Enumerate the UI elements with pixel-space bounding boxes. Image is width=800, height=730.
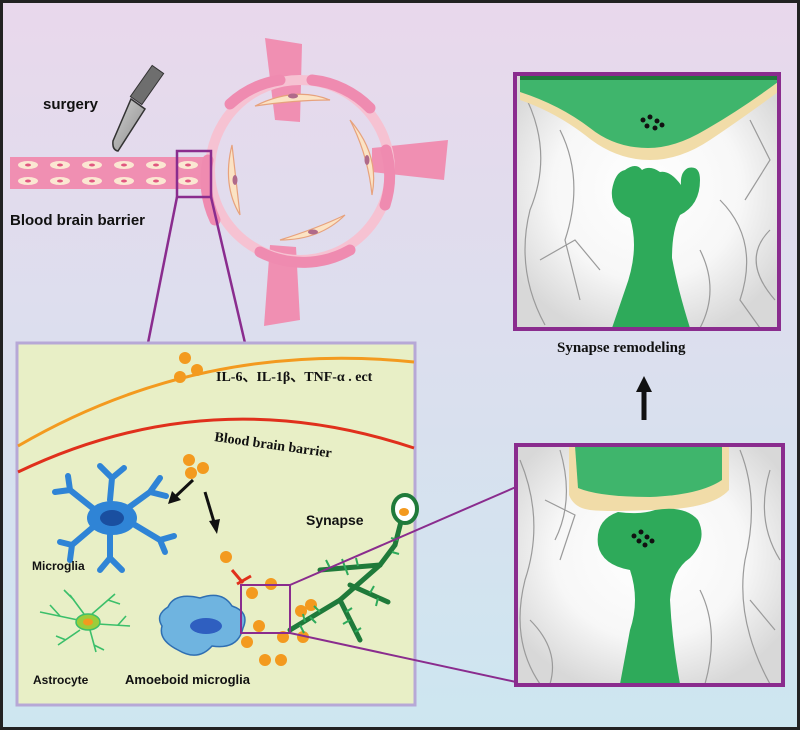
surgery-label: surgery <box>43 96 99 113</box>
microglia-label: Microglia <box>32 559 85 573</box>
astrocyte-cell <box>39 589 131 653</box>
cytokine-dots <box>174 352 317 666</box>
scalpel-icon <box>112 64 165 152</box>
zoom-box-synapse <box>240 584 291 634</box>
blood-vessel-horizontal <box>10 157 215 189</box>
dendritic-spine <box>597 508 702 684</box>
synapse-remodeling-label: Synapse remodeling <box>557 340 686 356</box>
zoom-box-vessel <box>175 149 213 199</box>
amoeboid-nucleus <box>190 618 222 634</box>
amoeboid-label: Amoeboid microglia <box>125 672 251 687</box>
astrocyte-label: Astrocyte <box>33 673 89 687</box>
arrow-down-amoeboid <box>203 491 220 534</box>
barrier-line-inner <box>17 417 415 474</box>
remodeled-spine <box>611 166 700 328</box>
bbb-label-top: Blood brain barrier <box>10 212 145 229</box>
cytokines-label: IL-6、IL-1β、TNF-α . ect <box>216 370 373 385</box>
synapse-remodeling-panel <box>513 72 781 331</box>
arrow-up-remodeling <box>636 376 652 420</box>
synapse-label: Synapse <box>306 512 364 528</box>
synapse-neuron <box>287 507 407 643</box>
synapse-detail-panel <box>514 443 785 687</box>
microglia-cell <box>52 463 177 573</box>
barrier-line-outer <box>17 356 415 448</box>
inhibition-icon <box>230 569 252 586</box>
arrow-to-microglia <box>168 478 195 504</box>
